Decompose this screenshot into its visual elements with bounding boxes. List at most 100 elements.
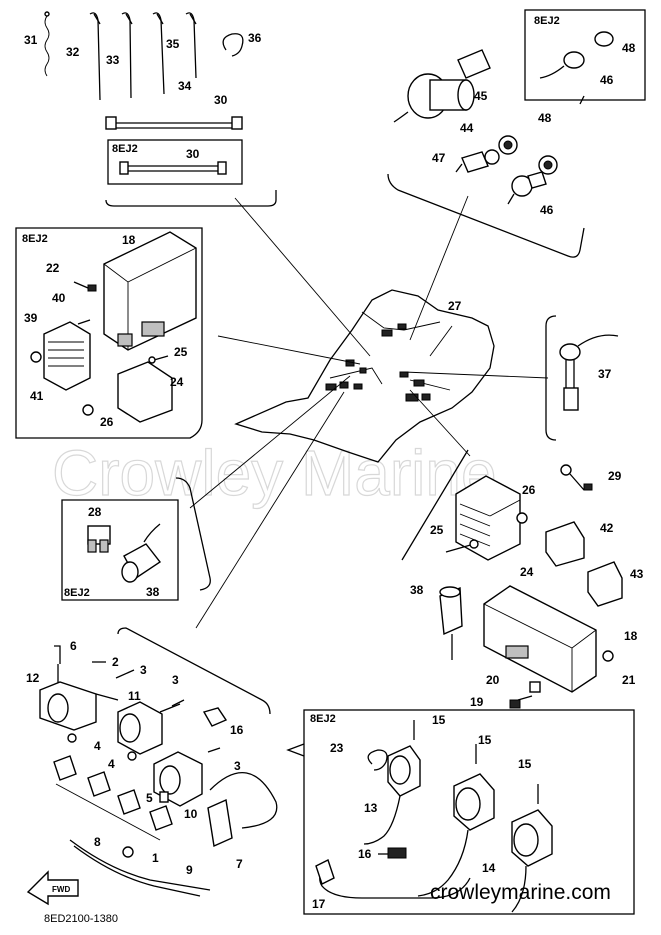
callout-47: 47	[432, 151, 446, 165]
callout-24: 24	[170, 375, 184, 389]
clip-36-part	[222, 33, 244, 57]
callout-4b: 4	[108, 757, 115, 771]
callout-22: 22	[46, 261, 60, 275]
inset-box-8ej2-coils	[303, 709, 635, 915]
callout-7: 7	[236, 857, 243, 871]
switch-cap-48	[594, 31, 614, 47]
callout-45: 45	[474, 89, 488, 103]
callout-38b: 38	[410, 583, 424, 597]
regulator-24-part	[455, 475, 521, 561]
model-tag-1: 8EJ2	[112, 143, 138, 155]
callout-26b: 26	[522, 483, 536, 497]
callout-12: 12	[26, 671, 40, 685]
cdi-18-right-part	[483, 585, 597, 693]
tie-34-part	[152, 12, 165, 95]
band-chain-part	[44, 15, 50, 77]
callout-43: 43	[630, 567, 644, 581]
callout-41: 41	[30, 389, 44, 403]
inset-box-8ej2-cdi	[15, 227, 203, 439]
callout-21: 21	[622, 673, 636, 687]
callout-48: 48	[622, 41, 636, 55]
capacitor-37-group	[545, 315, 619, 441]
callout-23: 23	[330, 741, 344, 755]
callout-14: 14	[482, 861, 496, 875]
callout-46: 46	[600, 73, 614, 87]
fwd-label: FWD	[52, 885, 70, 894]
callout-3b: 3	[172, 673, 179, 687]
callout-8: 8	[94, 835, 101, 849]
callout-9: 9	[186, 863, 193, 877]
callout-32: 32	[66, 45, 80, 59]
watermark: Crowley Marine	[52, 437, 497, 509]
callout-39: 39	[24, 311, 38, 325]
callout-4: 4	[94, 739, 101, 753]
callout-37: 37	[598, 367, 612, 381]
callout-18b: 18	[624, 629, 638, 643]
inset-box-8ej2-switch	[524, 9, 646, 101]
callout-33: 33	[106, 53, 120, 67]
callout-10: 10	[184, 807, 198, 821]
callout-35: 35	[166, 37, 180, 51]
callout-25b: 25	[430, 523, 444, 537]
rectifier-24-part	[117, 361, 173, 423]
callout-3c: 3	[234, 759, 241, 773]
main-switch-44	[393, 49, 491, 123]
callout-2: 2	[112, 655, 119, 669]
inset-box-8ej2-rod	[107, 139, 243, 185]
callout-20: 20	[486, 673, 500, 687]
callout-11: 11	[128, 689, 141, 703]
leader-lines	[189, 195, 549, 629]
callout-36: 36	[248, 31, 262, 45]
condenser-group	[61, 477, 211, 601]
callout-31: 31	[24, 33, 38, 47]
model-tag-3: 8EJ2	[22, 233, 48, 245]
ignition-coil-group	[39, 627, 278, 897]
callout-30b: 30	[186, 147, 200, 161]
callout-30: 30	[214, 93, 228, 107]
callout-13: 13	[364, 801, 378, 815]
snowmobile-outline	[234, 289, 495, 463]
model-tag-4: 8EJ2	[64, 587, 90, 599]
callout-34: 34	[178, 79, 192, 93]
regulator-39-part	[43, 321, 91, 391]
cdi-18-part	[103, 231, 197, 351]
callout-labels: 31 32 33 34 35 36 30 8EJ2 30 8EJ2 48 46 …	[22, 15, 644, 911]
website-label: crowleymarine.com	[430, 881, 611, 904]
callout-15: 15	[432, 713, 446, 727]
callout-26: 26	[100, 415, 114, 429]
callout-6: 6	[70, 639, 77, 653]
callout-19: 19	[470, 695, 484, 709]
callout-48b: 48	[538, 111, 552, 125]
model-tag-5: 8EJ2	[310, 713, 336, 725]
callout-46b: 46	[540, 203, 554, 217]
cdi-unit-group	[15, 227, 203, 439]
callout-42: 42	[600, 521, 614, 535]
callout-24b: 24	[520, 565, 534, 579]
callout-17: 17	[312, 897, 326, 911]
forward-arrow-icon: FWD	[26, 870, 79, 906]
callout-15c: 15	[518, 757, 532, 771]
callout-16b: 16	[358, 847, 372, 861]
coil-box-8ej2	[286, 709, 635, 915]
model-tag-2: 8EJ2	[534, 15, 560, 27]
tie-32-part	[89, 12, 101, 101]
callout-40: 40	[52, 291, 66, 305]
callout-38: 38	[146, 585, 160, 599]
diagram-code: 8ED2100-1380	[44, 913, 118, 925]
rod-30-end-right	[231, 116, 243, 130]
switch-group	[387, 9, 646, 258]
callout-29: 29	[608, 469, 622, 483]
callout-16: 16	[230, 723, 244, 737]
right-electrical-group	[401, 449, 623, 709]
callout-1: 1	[152, 851, 159, 865]
callout-44: 44	[460, 121, 474, 135]
tie-33-part	[121, 12, 132, 99]
rod-30-end-left	[105, 116, 117, 130]
callout-15b: 15	[478, 733, 492, 747]
harness-bands-group	[44, 11, 277, 207]
callout-25: 25	[174, 345, 188, 359]
callout-3: 3	[140, 663, 147, 677]
callout-18: 18	[122, 233, 136, 247]
callout-5: 5	[146, 791, 153, 805]
